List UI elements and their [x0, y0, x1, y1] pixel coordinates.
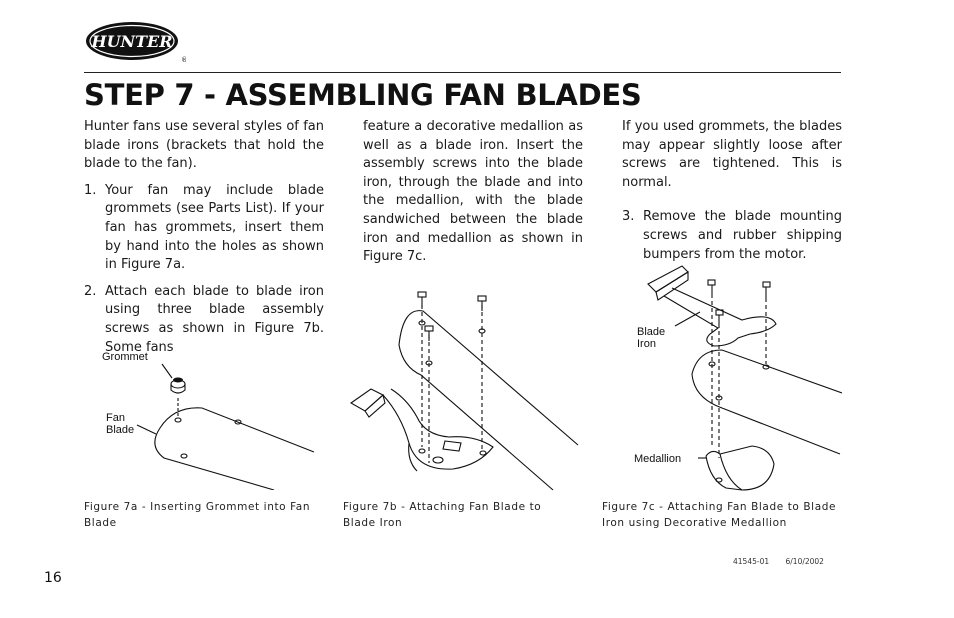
column-3: If you used grommets, the blades may app…	[622, 118, 842, 272]
grommet-note: If you used grommets, the blades may app…	[622, 119, 842, 190]
label-blade: Blade	[637, 326, 665, 338]
step-2-number: 2.	[84, 283, 97, 299]
step-2-text: Attach each blade to blade iron using th…	[105, 283, 324, 355]
label-grommet: Grommet	[102, 351, 148, 363]
label-blade: Blade	[106, 424, 134, 436]
doc-number: 41545-01	[733, 557, 770, 566]
caption-figure-7b: Figure 7b - Attaching Fan Blade to Blade…	[343, 501, 542, 529]
step-1-text: Your fan may include blade grommets (see…	[105, 182, 324, 273]
list-item-step-3: 3. Remove the blade mounting screws and …	[622, 208, 842, 264]
label-fan: Fan	[106, 412, 125, 424]
header-rule	[84, 72, 841, 73]
label-medallion: Medallion	[634, 453, 681, 465]
caption-figure-7c: Figure 7c - Attaching Fan Blade to Blade…	[602, 501, 837, 529]
hunter-logo: HUNTER ®	[86, 22, 186, 64]
figure-7b-illustration	[349, 291, 579, 491]
doc-date: 6/10/2002	[785, 557, 824, 566]
column-1: Hunter fans use several styles of fan bl…	[84, 118, 324, 365]
logo-wordmark: HUNTER	[90, 32, 172, 51]
label-iron: Iron	[637, 338, 656, 350]
step-3-text: Remove the blade mounting screws and rub…	[643, 209, 842, 262]
column-2: feature a decorative medallion as well a…	[363, 118, 583, 275]
caption-figure-7a: Figure 7a - Inserting Grommet into Fan B…	[84, 501, 311, 529]
page-title: STEP 7 - ASSEMBLING FAN BLADES	[84, 78, 642, 112]
svg-text:®: ®	[181, 56, 186, 64]
step-3-number: 3.	[622, 209, 635, 225]
step-2-continuation: feature a decorative medallion as well a…	[363, 119, 583, 265]
list-item-step-1: 1. Your fan may include blade grommets (…	[84, 182, 324, 275]
figure-7c-illustration: Blade Iron Medallion	[634, 265, 842, 491]
intro-paragraph: Hunter fans use several styles of fan bl…	[84, 119, 324, 172]
page-number: 16	[44, 570, 62, 586]
footer-meta: 41545-01 6/10/2002	[733, 557, 824, 566]
step-1-number: 1.	[84, 182, 97, 198]
figure-7a-illustration: Grommet Fan Blade	[102, 351, 315, 490]
list-item-step-2: 2. Attach each blade to blade iron using…	[84, 283, 324, 357]
